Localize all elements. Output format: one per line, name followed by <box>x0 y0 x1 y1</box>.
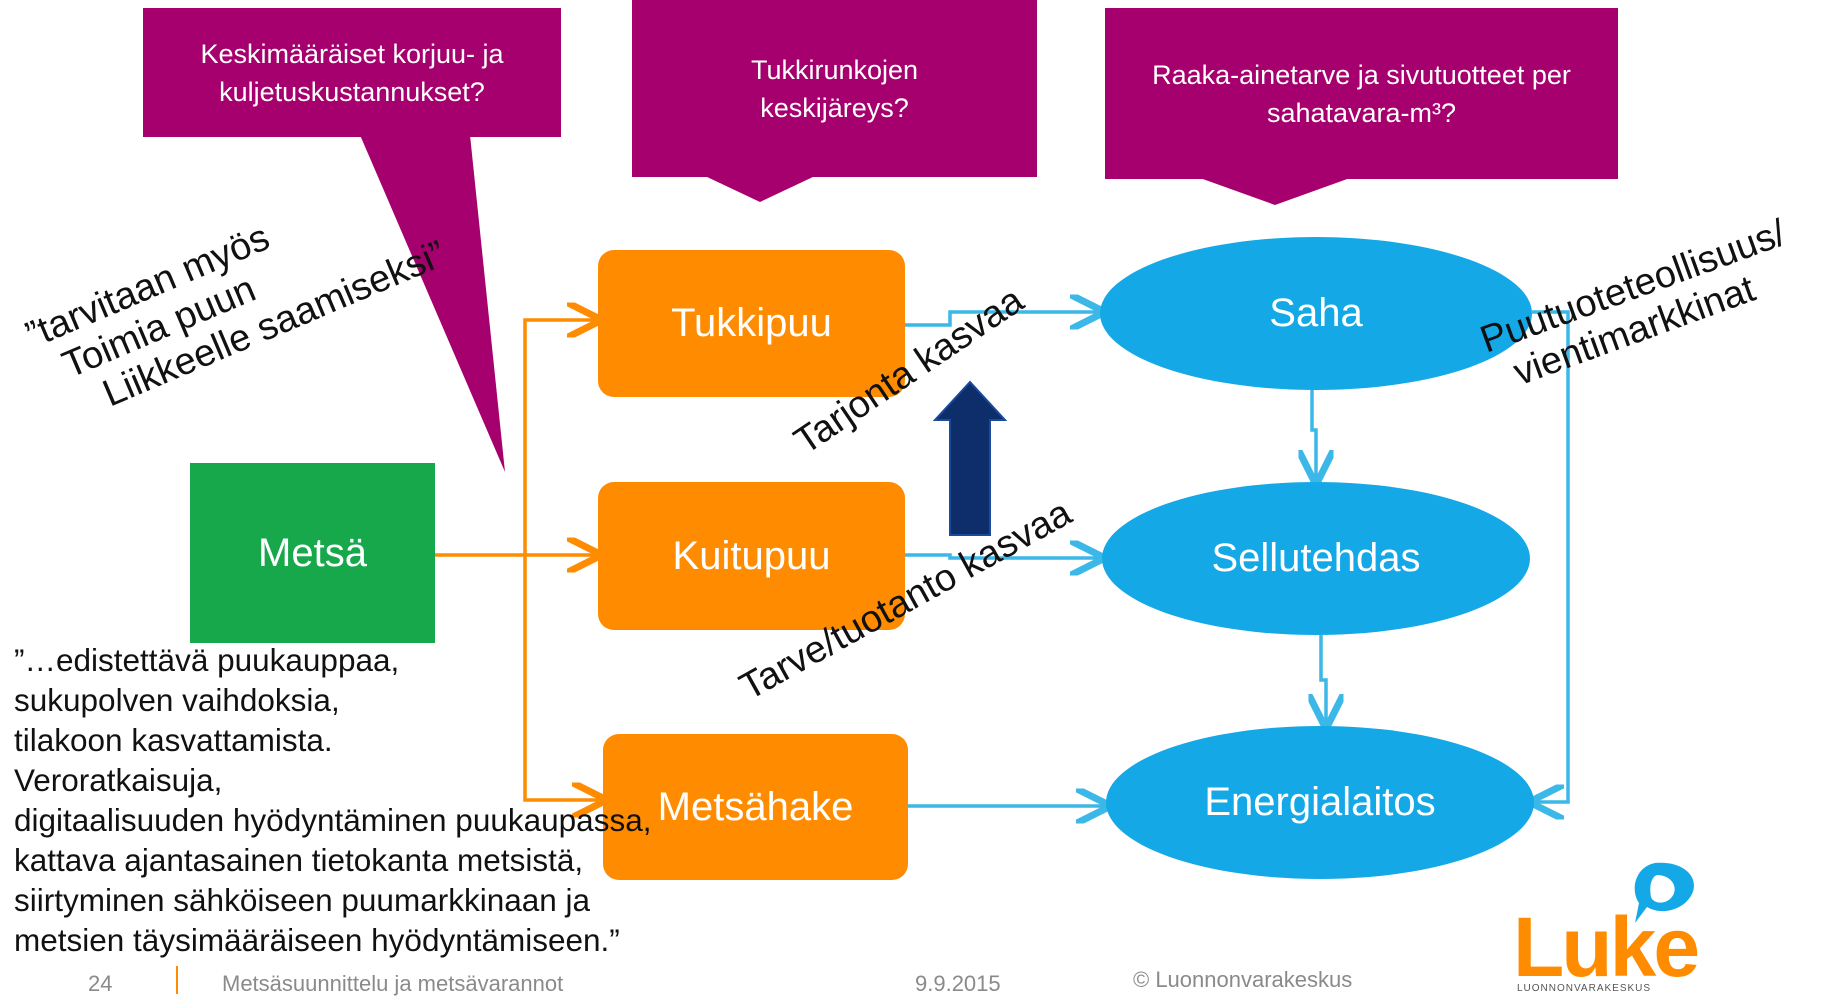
node-energy: Energialaitos <box>1106 726 1534 879</box>
footer-copyright: © Luonnonvarakeskus <box>1133 967 1353 992</box>
callout-logs-text: Tukkirunkojen keskijäreys? <box>750 54 919 123</box>
footer-divider <box>176 966 178 994</box>
callout-logs: Tukkirunkojen keskijäreys? <box>632 0 1037 177</box>
callout-harvest-pointer <box>360 135 505 472</box>
logo-subtext: LUONNONVARAKESKUS <box>1517 983 1652 994</box>
quote-line: ”…edistettävä puukauppaa, <box>14 642 400 678</box>
node-pulpmill-label: Sellutehdas <box>1211 536 1421 580</box>
node-pulpwood-label: Kuitupuu <box>672 533 831 578</box>
node-pulpmill: Sellutehdas <box>1102 482 1530 635</box>
callout-harvest-text: Keskimääräiset korjuu- ja kuljetuskustan… <box>200 38 504 107</box>
quote-text: ”…edistettävä puukauppaa, sukupolven vai… <box>14 640 651 960</box>
callout-harvest: Keskimääräiset korjuu- ja kuljetuskustan… <box>143 8 561 137</box>
luke-logo: Luke LUONNONVARAKESKUS <box>1505 855 1735 994</box>
node-pulpwood: Kuitupuu <box>598 482 905 630</box>
quote-line: metsien täysimääräiseen hyödyntämiseen.” <box>14 922 620 958</box>
quote-line: Veroratkaisuja, <box>14 762 223 798</box>
footer-page-number: 24 <box>88 971 113 996</box>
quote-line: kattava ajantasainen tietokanta metsistä… <box>14 842 584 878</box>
quote-line: digitaalisuuden hyödyntäminen puukaupass… <box>14 802 652 838</box>
node-sawmill: Saha <box>1100 237 1532 390</box>
footer-date: 9.9.2015 <box>915 971 1001 996</box>
footer-title: Metsäsuunnittelu ja metsävarannot <box>222 971 564 996</box>
increase-arrow <box>932 380 1008 536</box>
leaf-icon <box>1634 862 1694 923</box>
quote-line: siirtyminen sähköiseen puumarkkinaan ja <box>14 882 591 918</box>
product-connectors <box>905 312 1570 806</box>
node-chips: Metsähake <box>603 734 908 880</box>
node-forest: Metsä <box>190 463 435 643</box>
node-sawmill-label: Saha <box>1269 291 1363 335</box>
callout-raw-text: Raaka-ainetarve ja sivutuotteet per saha… <box>1152 59 1571 128</box>
quote-line: sukupolven vaihdoksia, <box>14 682 340 718</box>
forest-connectors <box>435 320 600 800</box>
callout-raw-pointer <box>1200 178 1350 205</box>
node-logwood-label: Tukkipuu <box>671 301 832 345</box>
node-forest-label: Metsä <box>258 530 367 575</box>
callout-raw: Raaka-ainetarve ja sivutuotteet per saha… <box>1105 8 1618 179</box>
callout-logs-pointer <box>705 176 815 202</box>
node-chips-label: Metsähake <box>657 784 854 829</box>
node-logwood: Tukkipuu <box>598 250 905 397</box>
node-energy-label: Energialaitos <box>1204 780 1436 824</box>
logo-wordmark: Luke <box>1513 900 1700 994</box>
quote-line: tilakoon kasvattamista. <box>14 722 333 758</box>
